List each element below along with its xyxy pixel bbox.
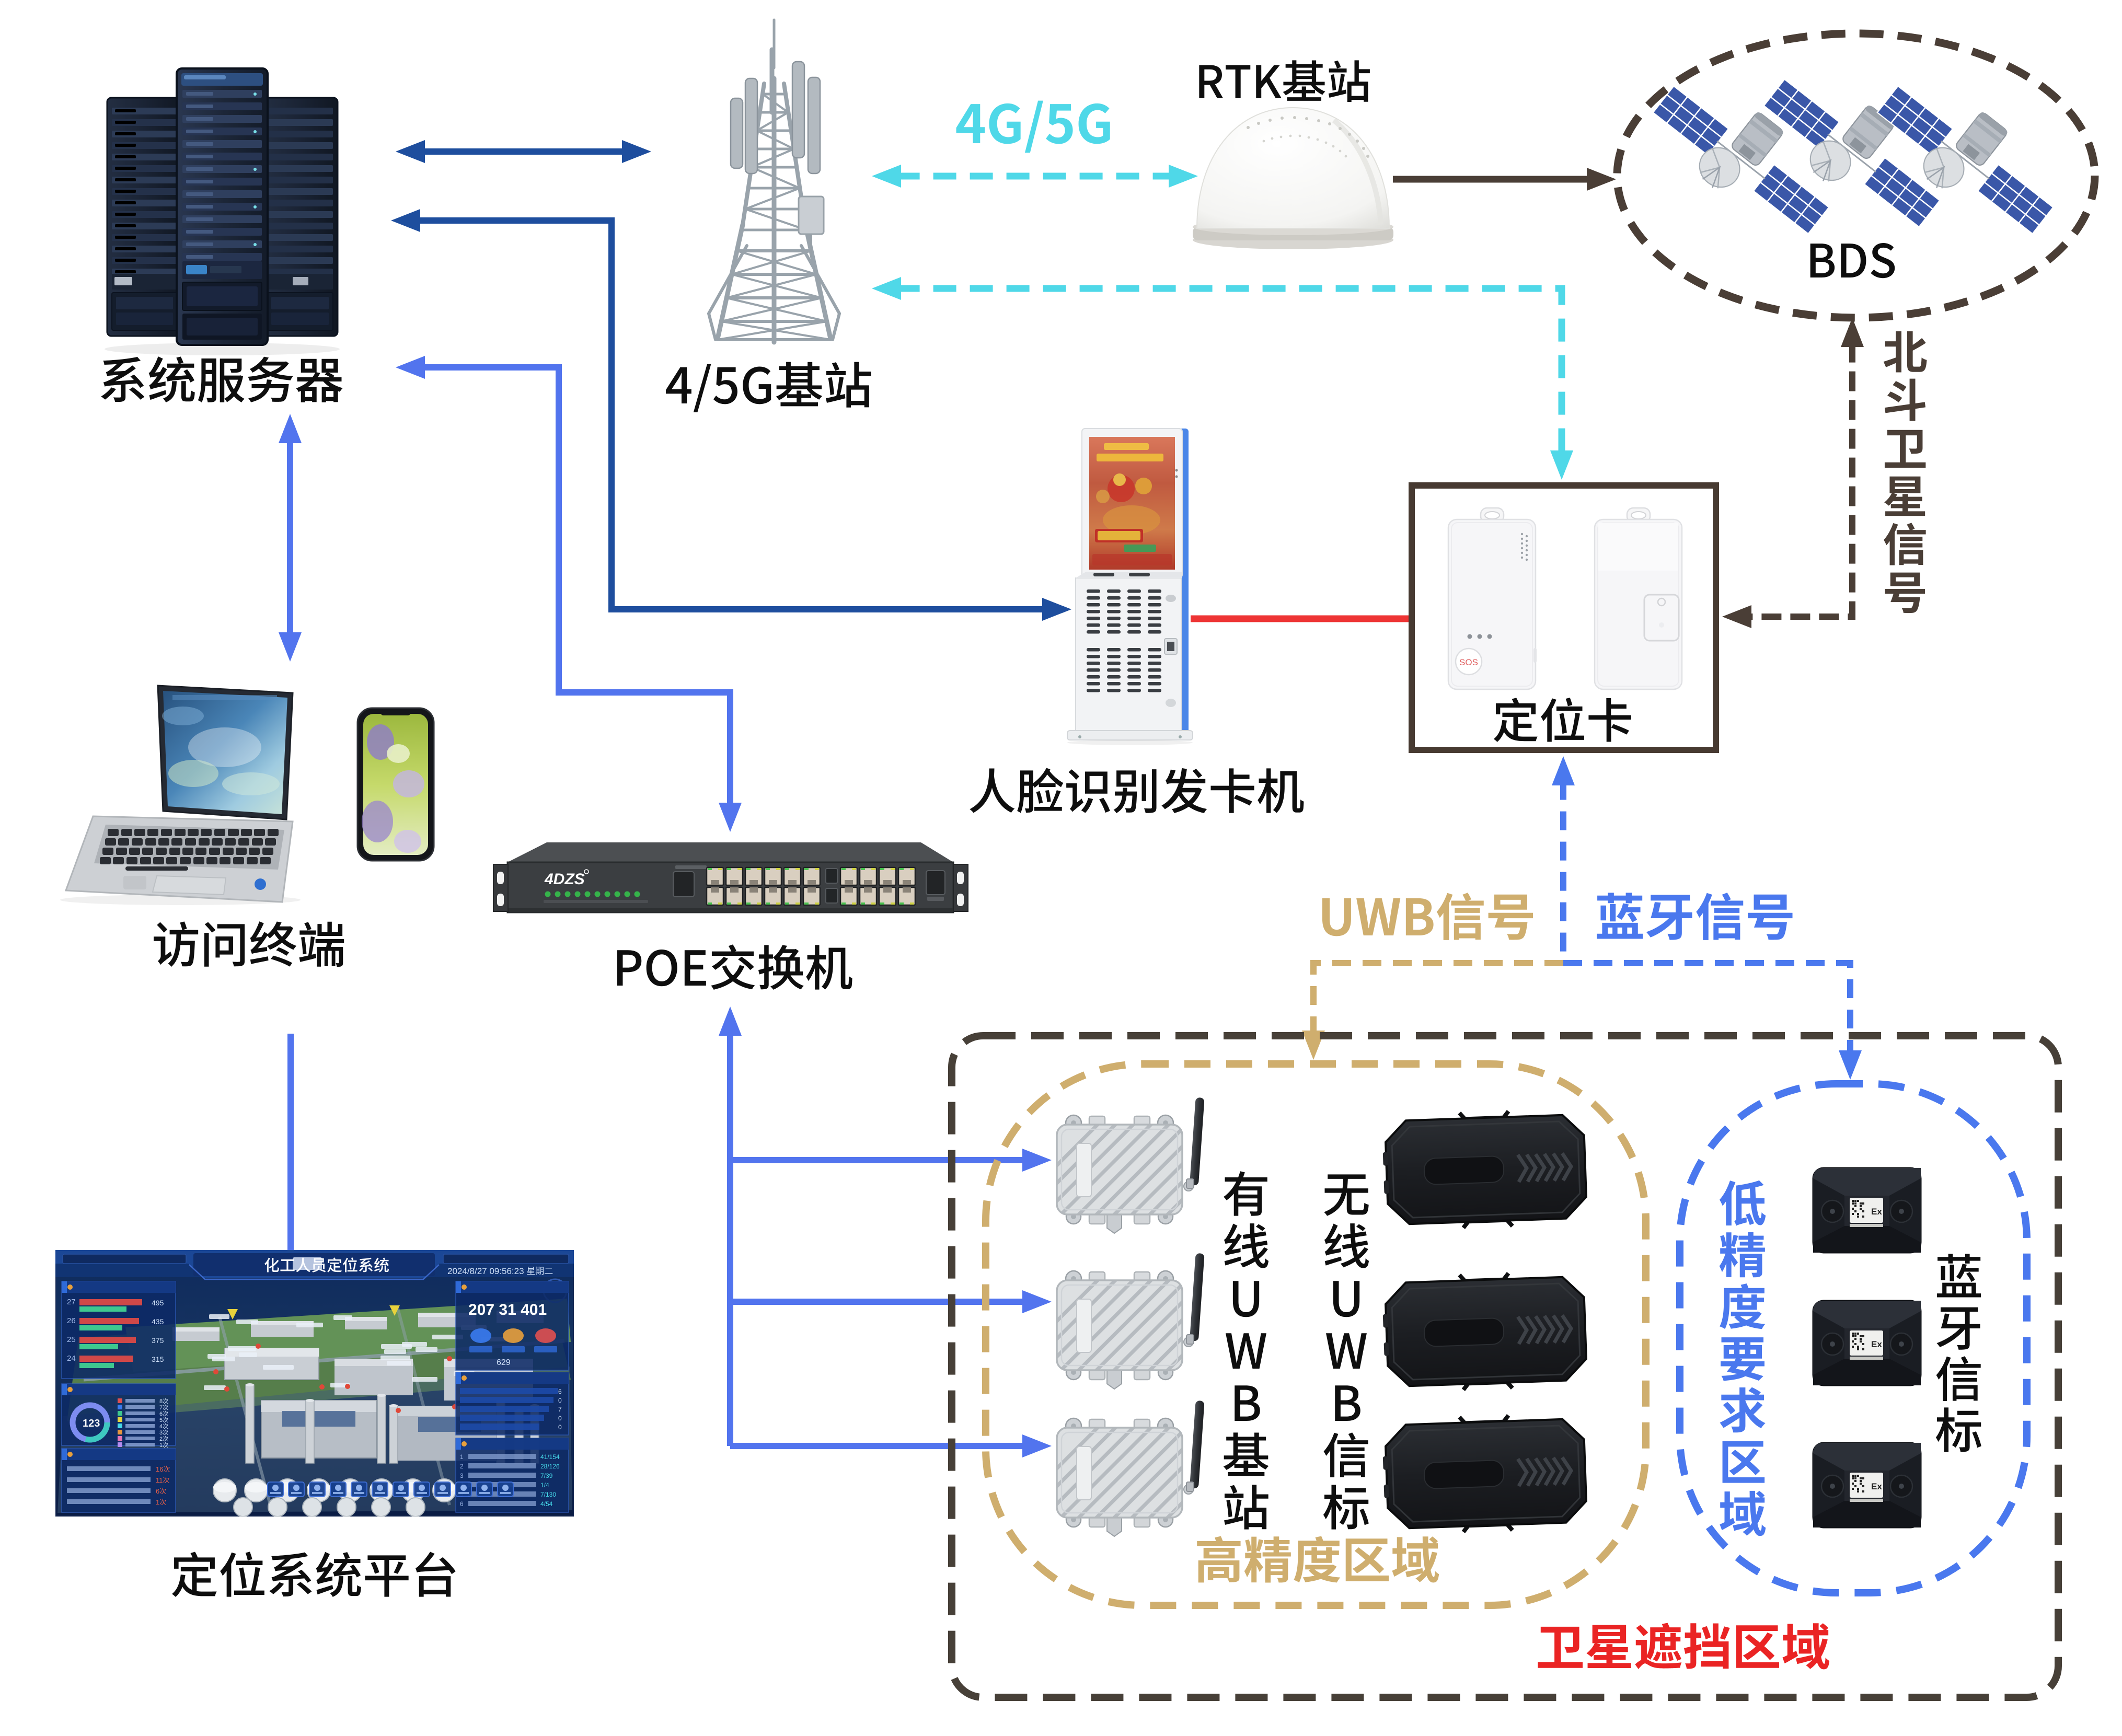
svg-text:7次: 7次	[159, 1404, 168, 1411]
svg-text:123: 123	[83, 1418, 100, 1429]
svg-text:1次: 1次	[159, 1441, 168, 1449]
svg-text:7: 7	[558, 1406, 562, 1413]
svg-text:5次: 5次	[159, 1416, 168, 1423]
svg-text:Ex: Ex	[1871, 1482, 1882, 1491]
svg-text:4DZS: 4DZS	[544, 871, 585, 888]
svg-text:315: 315	[152, 1355, 164, 1363]
svg-text:Ex: Ex	[1871, 1207, 1882, 1217]
svg-text:8次: 8次	[159, 1397, 168, 1405]
svg-text:6次: 6次	[159, 1410, 168, 1417]
svg-text:207 31 401: 207 31 401	[468, 1301, 547, 1318]
svg-text:1: 1	[460, 1453, 464, 1461]
svg-text:24: 24	[67, 1354, 76, 1363]
svg-text:27: 27	[67, 1298, 76, 1306]
svg-text:2: 2	[460, 1463, 464, 1470]
svg-text:0: 0	[558, 1423, 562, 1431]
svg-text:Ex: Ex	[1871, 1339, 1882, 1349]
svg-text:25: 25	[67, 1335, 76, 1344]
svg-text:6次: 6次	[156, 1487, 166, 1495]
svg-text:7/39: 7/39	[540, 1472, 553, 1479]
svg-text:0: 0	[558, 1415, 562, 1422]
svg-text:435: 435	[152, 1317, 164, 1326]
svg-text:3: 3	[460, 1472, 464, 1479]
svg-text:4/54: 4/54	[540, 1500, 553, 1508]
svg-text:16次: 16次	[156, 1465, 170, 1473]
svg-text:629: 629	[497, 1358, 511, 1367]
svg-text:0: 0	[558, 1397, 562, 1404]
svg-text:495: 495	[152, 1299, 164, 1307]
svg-text:6: 6	[460, 1500, 464, 1508]
svg-text:41/154: 41/154	[540, 1453, 560, 1461]
svg-text:26: 26	[67, 1316, 76, 1325]
svg-text:1/4: 1/4	[540, 1482, 549, 1489]
svg-text:1次: 1次	[156, 1498, 166, 1506]
svg-text:3次: 3次	[159, 1429, 168, 1436]
svg-text:2次: 2次	[159, 1435, 168, 1442]
svg-text:28/126: 28/126	[540, 1463, 560, 1470]
svg-text:7/130: 7/130	[540, 1491, 556, 1498]
svg-text:11次: 11次	[156, 1476, 170, 1484]
svg-text:SOS: SOS	[1459, 657, 1478, 667]
svg-text:4次: 4次	[159, 1422, 168, 1430]
svg-text:6: 6	[558, 1388, 562, 1395]
svg-text:2024/8/27 09:56:23 星期二: 2024/8/27 09:56:23 星期二	[447, 1266, 553, 1276]
svg-text:375: 375	[152, 1336, 164, 1345]
